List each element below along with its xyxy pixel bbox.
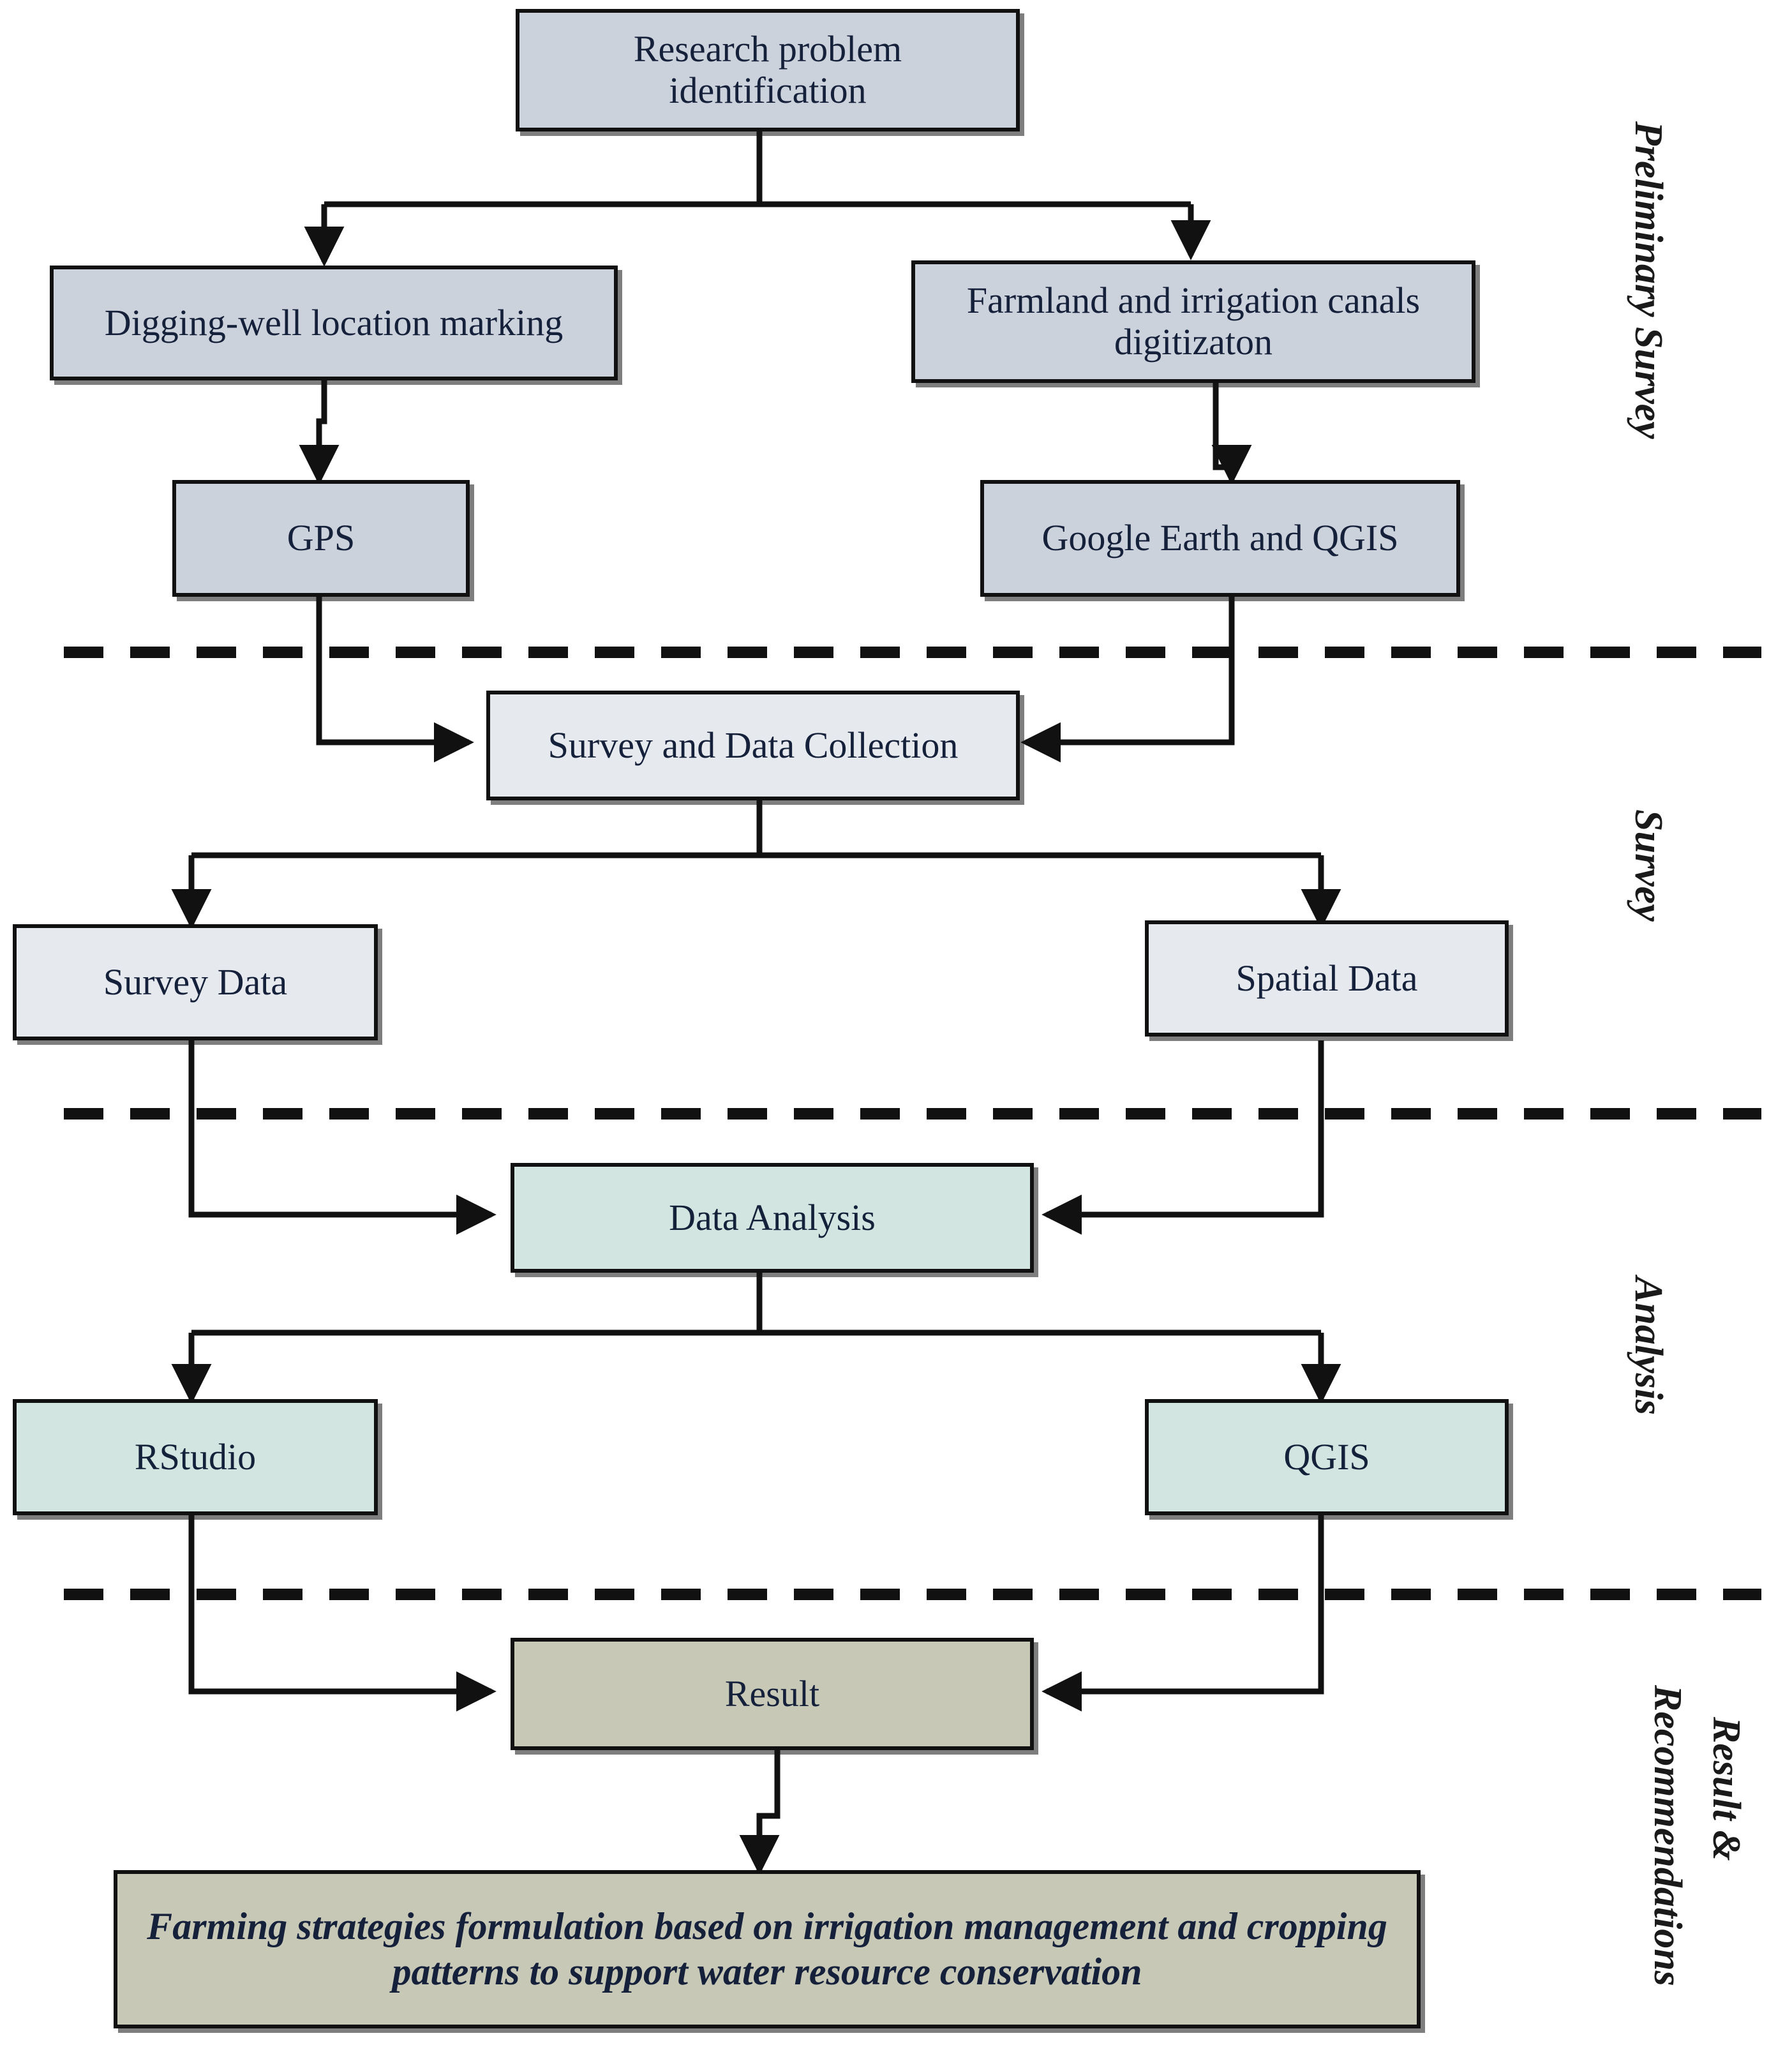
node-label: Digging-well location marking [104, 301, 564, 343]
node-farming-strategies-formulation[interactable]: Farming strategies formulation based on … [114, 1870, 1421, 2028]
node-label: Result [724, 1672, 820, 1714]
node-spatial-data[interactable]: Spatial Data [1145, 920, 1509, 1037]
phase-label-preliminary-survey: Preliminary Survey [1627, 121, 1670, 439]
node-qgis[interactable]: QGIS [1145, 1399, 1509, 1515]
phase-label-result-line1: Result & [1705, 1717, 1748, 1861]
edge-rstudio-to-result [188, 1514, 497, 1712]
node-label: Farmland and irrigation canals digitizat… [966, 280, 1421, 363]
edge-surveydata-to-analysis [188, 1040, 497, 1235]
node-label: Survey and Data Collection [548, 724, 959, 766]
edge-qgis-to-result [1042, 1514, 1324, 1712]
edge-spatialdata-to-analysis [1042, 1040, 1324, 1235]
phase-label-survey: Survey [1627, 809, 1670, 922]
edge-farmland-to-google [1211, 383, 1252, 485]
node-label: Farming strategies formulation based on … [147, 1905, 1387, 1993]
node-google-earth-and-qgis[interactable]: Google Earth and QGIS [980, 480, 1460, 597]
node-label: Spatial Data [1236, 957, 1418, 999]
node-rstudio[interactable]: RStudio [13, 1399, 378, 1515]
node-research-problem-identification[interactable]: Research problem identification [516, 9, 1020, 131]
node-survey-and-data-collection[interactable]: Survey and Data Collection [486, 691, 1020, 800]
node-label: RStudio [134, 1435, 257, 1478]
node-digging-well-location-marking[interactable]: Digging-well location marking [50, 266, 618, 380]
node-result[interactable]: Result [511, 1638, 1034, 1750]
edge-google-to-survey [1020, 597, 1235, 763]
node-label: Survey Data [103, 961, 288, 1003]
node-gps[interactable]: GPS [172, 480, 470, 597]
node-data-analysis[interactable]: Data Analysis [511, 1163, 1034, 1273]
edge-digging-to-gps [299, 380, 340, 485]
node-survey-data[interactable]: Survey Data [13, 924, 378, 1040]
phase-label-result-line2: Recommendations [1646, 1685, 1689, 1986]
phase-label-analysis: Analysis [1627, 1277, 1670, 1416]
node-label: Research problem identification [633, 28, 902, 111]
node-label: Data Analysis [669, 1196, 876, 1238]
edge-gps-to-survey [316, 597, 474, 763]
node-label: QGIS [1283, 1435, 1370, 1478]
node-label: Google Earth and QGIS [1042, 517, 1399, 559]
edge-group [171, 131, 1341, 1875]
node-farmland-irrigation-canals-digitizaton[interactable]: Farmland and irrigation canals digitizat… [911, 260, 1475, 383]
edge-result-to-farming [739, 1749, 780, 1875]
node-label: GPS [287, 517, 355, 559]
